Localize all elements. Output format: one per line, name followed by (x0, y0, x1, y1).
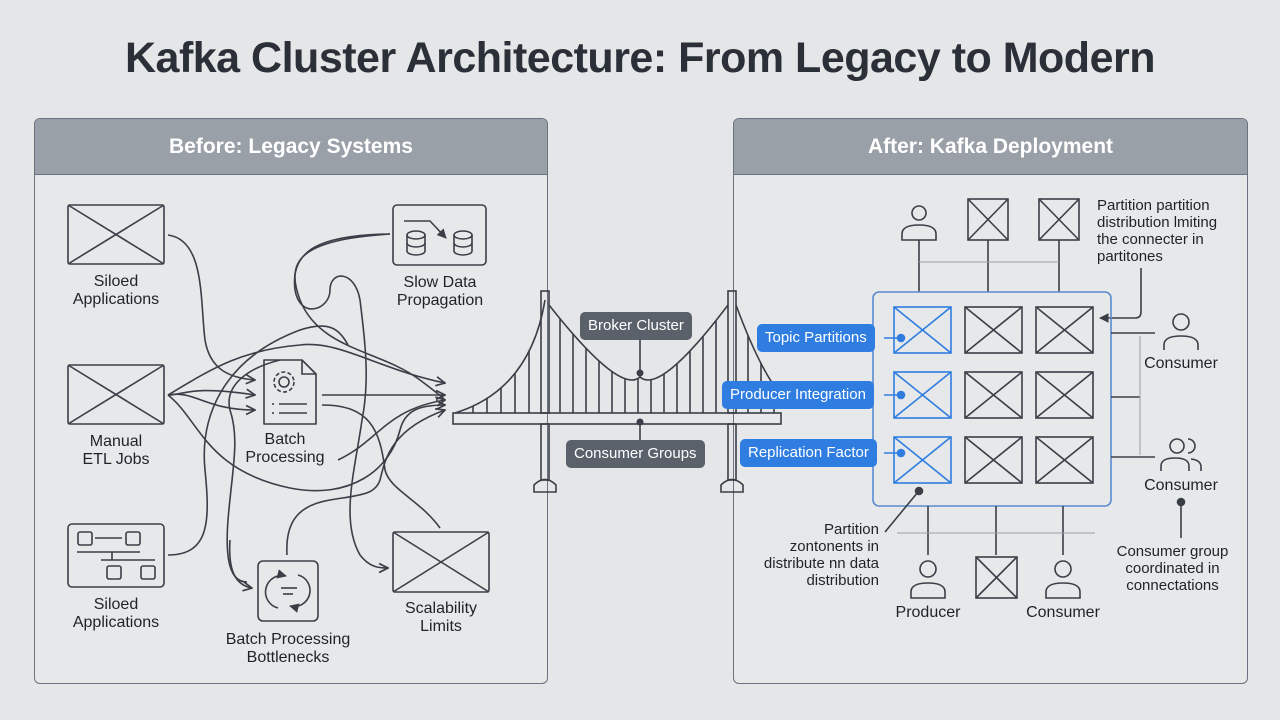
consumer-group-note: Consumer group coordinated in connectati… (1116, 543, 1229, 594)
database-transfer-icon (392, 204, 487, 266)
gear-document-icon (263, 359, 317, 425)
user-icon (901, 205, 937, 241)
producer-integration-callout: Producer Integration (722, 381, 874, 409)
bridge-footing (720, 478, 744, 493)
bridge-cable (454, 299, 546, 414)
topic-partition-cell (1035, 371, 1094, 419)
flow-line (226, 359, 281, 583)
topic-partition-cell (893, 306, 952, 354)
bridge-deck (452, 412, 782, 425)
node-label-siloed-apps-2: Siloed Applications (72, 596, 160, 631)
before-panel-header: Before: Legacy Systems (35, 119, 547, 175)
flow-line (228, 539, 252, 588)
bridge-tower (540, 290, 550, 414)
topic-partition-cell (964, 371, 1023, 419)
topic-partition-cell (1035, 436, 1094, 484)
after-panel-header: After: Kafka Deployment (734, 119, 1247, 175)
placeholder-image-icon (392, 531, 490, 593)
placeholder-image-icon (67, 204, 165, 265)
before-panel: Before: Legacy Systems (34, 118, 548, 684)
user-group-icon (1160, 438, 1202, 471)
producer-label: Producer (895, 604, 961, 621)
flow-line (337, 400, 445, 461)
partition-components-note: Partition zontonents in distribute nn da… (763, 521, 879, 589)
placeholder-image-icon (967, 198, 1009, 241)
node-label-siloed-apps-1: Siloed Applications (72, 273, 160, 308)
broker-cluster-connector (636, 340, 644, 440)
flow-line (321, 404, 441, 529)
consumer-label: Consumer (1144, 355, 1218, 372)
node-label-manual-etl: Manual ETL Jobs (82, 433, 150, 468)
broker-cluster-label: Broker Cluster (580, 312, 692, 340)
flow-line (167, 343, 445, 396)
consumer-groups-label: Consumer Groups (566, 440, 705, 468)
legacy-flow-lines (167, 233, 446, 588)
flow-line (294, 233, 446, 401)
bridge-footing (533, 478, 557, 493)
topic-partition-cell (964, 436, 1023, 484)
kafka-cluster-box (872, 291, 1112, 507)
flow-line (293, 233, 391, 568)
topic-partition-cell (964, 306, 1023, 354)
topic-partition-cell (1035, 306, 1094, 354)
user-icon (910, 560, 946, 599)
refresh-cycle-icon (257, 560, 319, 622)
topic-partitions-callout: Topic Partitions (757, 324, 875, 352)
page-title: Kafka Cluster Architecture: From Legacy … (124, 34, 1156, 82)
placeholder-image-icon (67, 364, 165, 425)
flow-line (167, 393, 255, 410)
node-label-batch-bottlenecks: Batch Processing Bottlenecks (225, 631, 351, 666)
node-label-batch-processing: Batch Processing (245, 431, 325, 466)
flow-line (167, 325, 349, 556)
callout-connectors (884, 333, 906, 458)
placeholder-image-icon (975, 556, 1018, 599)
flow-line (286, 410, 445, 556)
consumer-label: Consumer (1144, 477, 1218, 494)
replication-factor-callout: Replication Factor (740, 439, 877, 467)
node-label-scalability: Scalability Limits (404, 600, 478, 635)
user-icon (1045, 560, 1081, 599)
placeholder-image-icon (1038, 198, 1080, 241)
flow-line (167, 394, 445, 492)
bridge-tower (727, 290, 737, 414)
node-label-slow-propagation: Slow Data Propagation (396, 274, 484, 309)
network-diagram-icon (67, 523, 165, 588)
partition-distribution-note: Partition partition distribution lmiting… (1097, 197, 1218, 265)
bridge-cable (548, 304, 729, 381)
consumer-label: Consumer (1026, 604, 1100, 621)
topic-partition-cell (893, 436, 952, 484)
flow-line (167, 234, 255, 380)
user-icon (1163, 313, 1199, 350)
